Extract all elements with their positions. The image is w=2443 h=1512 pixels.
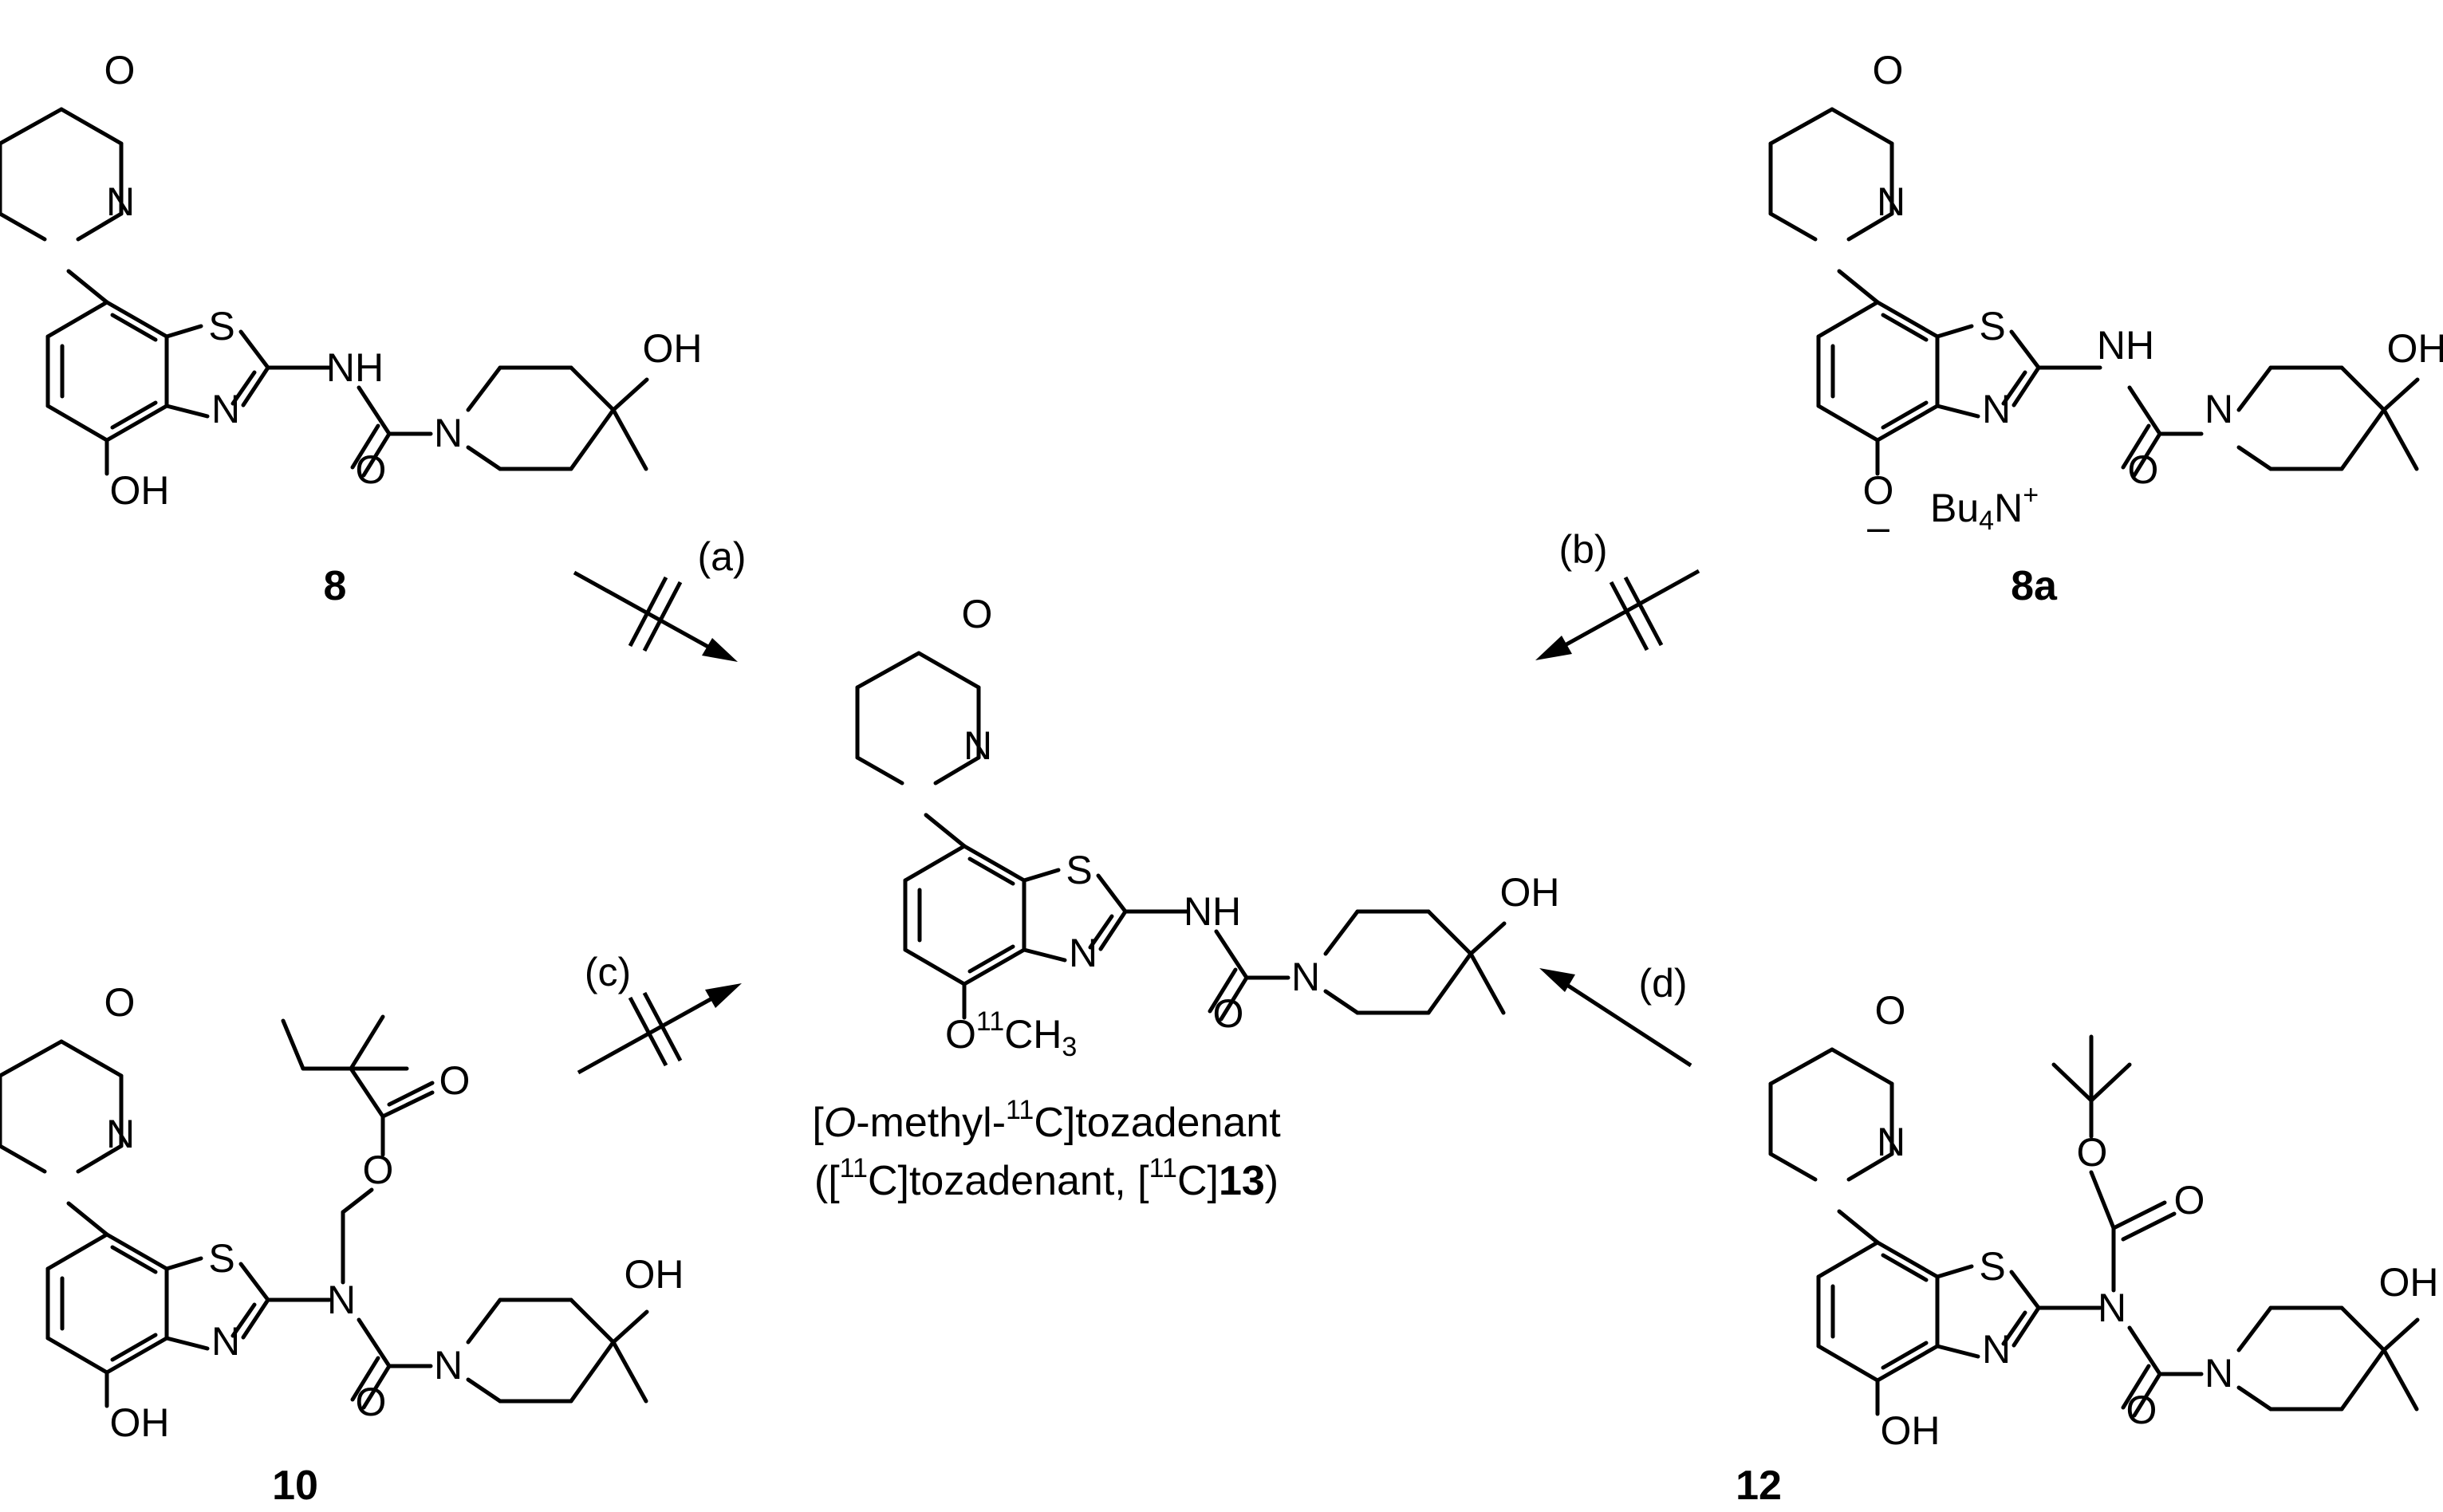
compound-number-8: 8 (324, 563, 347, 609)
atom-label-oxide: O (1863, 468, 1894, 513)
atom-label: S (208, 304, 234, 348)
atom-label: N (106, 1112, 135, 1156)
atom-label: OH (110, 468, 170, 513)
atom-label: N (2205, 387, 2233, 431)
atom-label: N (211, 1319, 240, 1364)
compound-number-10: 10 (272, 1463, 318, 1509)
condition-b: (b) (1558, 527, 1607, 572)
atom-label: N (106, 179, 135, 224)
condition-d: (d) (1638, 961, 1687, 1006)
product-alias: ([11C]tozadenant, [11C]13) (814, 1153, 1279, 1204)
negative-charge: – (1867, 505, 1889, 549)
condition-a: (a) (697, 534, 746, 579)
atom-label: NH (2097, 323, 2154, 368)
product-structure: O N S N NH O N OH O11CH3 (857, 592, 1560, 1062)
atom-label: NH (326, 345, 384, 390)
atom-label: N (963, 723, 992, 768)
atom-label: N (1877, 1120, 1905, 1164)
compound-8-structure: O N S N NH O N OH OH 8 (0, 48, 703, 609)
atom-label: O (104, 980, 136, 1025)
compound-12-structure: O N S N N O N OH OH O O 12 (1736, 988, 2438, 1509)
atom-label: O (104, 48, 136, 93)
atom-label: N (1877, 179, 1905, 224)
atom-label: N (434, 1343, 463, 1388)
atom-label: OH (1500, 870, 1560, 915)
atom-label: O (1875, 988, 1906, 1033)
arrow-b-failed: (b) (1535, 527, 1700, 660)
atom-label: N (1982, 1327, 2011, 1372)
arrow-c-failed: (c) (577, 950, 742, 1075)
atom-label: O (356, 1380, 387, 1424)
atom-label: OH (110, 1400, 170, 1445)
compound-8a-structure: O N S N NH O N OH O – Bu4N+ 8a (1771, 48, 2443, 609)
atom-label: NH (1184, 889, 1241, 934)
arrow-d: (d) (1539, 961, 1692, 1068)
atom-label: O (962, 592, 993, 636)
compound-number-8a: 8a (2011, 563, 2058, 609)
atom-label: OH (625, 1252, 684, 1297)
atom-label: N (211, 387, 240, 431)
atom-label: N (2205, 1351, 2233, 1396)
atom-label: OH (2387, 326, 2443, 371)
atom-label: O (1873, 48, 1904, 93)
atom-label: OH (2379, 1260, 2439, 1305)
atom-label: N (1069, 931, 1097, 975)
atom-label: N (1982, 387, 2011, 431)
condition-c: (c) (585, 950, 631, 994)
atom-label: N (327, 1278, 356, 1322)
counterion: Bu4N+ (1930, 480, 2039, 536)
compound-number-12: 12 (1736, 1463, 1782, 1509)
atom-label: S (1979, 1244, 2005, 1289)
compound-10-structure: O N S N N O N OH OH O O 10 (0, 980, 684, 1509)
arrow-a-failed: (a) (573, 534, 747, 662)
atom-label: O (363, 1148, 394, 1192)
product-name: [O-methyl-11C]tozadenant (812, 1095, 1281, 1146)
atom-label: O (356, 447, 387, 492)
atom-label: N (2098, 1286, 2126, 1330)
atom-label: S (1979, 304, 2005, 348)
atom-label: OH (643, 326, 703, 371)
atom-label: O (439, 1058, 471, 1103)
atom-label: N (1291, 955, 1320, 999)
atom-label: O (2128, 447, 2159, 492)
atom-label: O (2077, 1130, 2108, 1175)
atom-label: S (1066, 848, 1092, 892)
atom-label: O (2174, 1178, 2205, 1223)
atom-label: S (208, 1236, 234, 1281)
atom-label: O (2126, 1388, 2157, 1432)
atom-label: OH (1881, 1408, 1941, 1453)
atom-label: O (1213, 991, 1244, 1036)
atom-label: N (434, 411, 463, 455)
methoxy-label: O11CH3 (945, 1006, 1077, 1062)
